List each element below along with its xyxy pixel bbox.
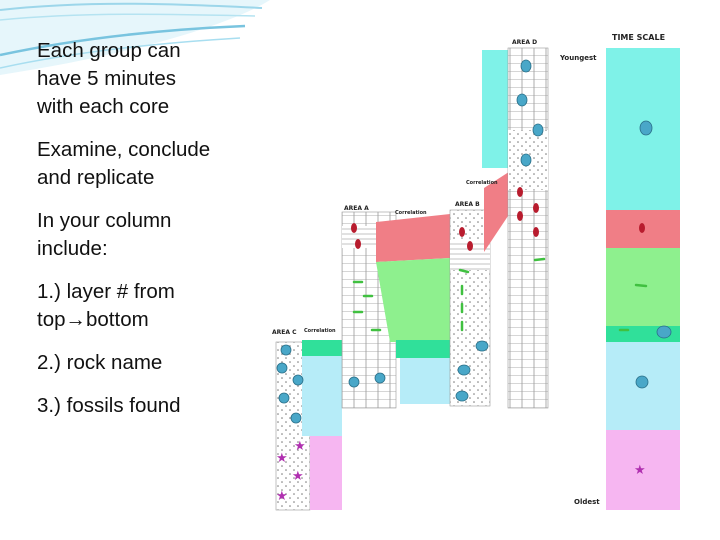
time-scale-column: TIME SCALE Youngest Oldest: [559, 33, 680, 510]
area-d-cyan-layer: [482, 50, 510, 168]
column-include-paragraph: In your column include:: [37, 209, 172, 260]
crinoid-fossils: [352, 257, 648, 332]
area-c-light-blue-layer: [302, 356, 342, 436]
area-a-red-layer: [376, 214, 450, 262]
item-fossils-found: 3.) fossils found: [37, 394, 181, 417]
time-scale-green: [606, 248, 680, 326]
svg-text:★: ★: [276, 489, 288, 504]
time-scale-title: TIME SCALE: [612, 33, 665, 42]
area-b-label: AREA B: [455, 201, 480, 208]
area-d-label: AREA D: [512, 39, 537, 46]
area-a-column: AREA A Correlation: [341, 205, 450, 409]
svg-text:★: ★: [276, 451, 288, 466]
group-time-paragraph: Each group can have 5 minutes with each …: [37, 39, 181, 118]
area-c-pink-layer: [310, 436, 342, 510]
area-a-light-blue-layer: [400, 358, 450, 404]
oldest-label: Oldest: [574, 498, 600, 506]
time-scale-pink: [606, 430, 680, 510]
svg-text:★: ★: [294, 439, 306, 454]
svg-text:★: ★: [634, 463, 646, 478]
area-a-correlation-label: Correlation: [395, 210, 427, 216]
area-d-column: AREA D: [482, 39, 549, 409]
stratigraphic-correlation-figure: AREA C Correlation AREA A Correlation AR…: [272, 33, 680, 511]
trilobite-fossils: [276, 59, 672, 424]
brachiopod-fossils: [351, 187, 645, 251]
area-a-green-layer: [376, 258, 450, 342]
examine-paragraph: Examine, conclude and replicate: [37, 138, 211, 189]
svg-text:★: ★: [292, 469, 304, 484]
area-b-red-layer: [484, 170, 512, 252]
correlation-band-c-a: [302, 340, 342, 356]
header-swoosh-decoration: [0, 0, 270, 75]
instructions-text: Each group can have 5 minutes with each …: [37, 37, 267, 435]
area-c-correlation-label: Correlation: [304, 328, 336, 334]
arrow-right-icon: →: [65, 308, 87, 331]
item-layer-number: 1.) layer # from top→bottom: [37, 280, 175, 331]
youngest-label: Youngest: [559, 54, 597, 62]
star-fossils: ★ ★ ★ ★ ★: [276, 439, 646, 504]
item-rock-name: 2.) rock name: [37, 351, 163, 374]
area-c-label: AREA C: [272, 329, 297, 336]
area-a-label: AREA A: [344, 205, 369, 212]
area-b-correlation-label: Correlation: [466, 180, 498, 186]
area-a-green-band: [396, 340, 450, 358]
